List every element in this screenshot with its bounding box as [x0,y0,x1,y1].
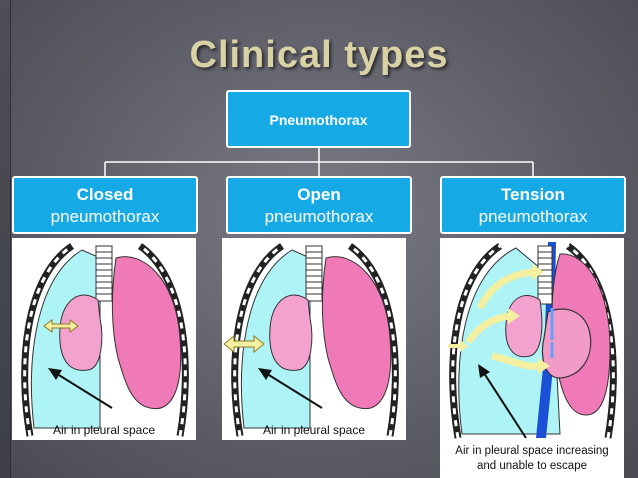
tension-label-line1: Tension [501,185,565,204]
closed-pneumothorax-illustration: Air in pleural space [12,238,196,440]
tension-caption: Air in pleural space increasing and unab… [440,444,624,474]
open-lung-drawing [223,243,399,437]
closed-label-line1: Closed [76,185,134,204]
slide-title: Clinical types [189,34,449,76]
open-pneumothorax-box: Open pneumothorax [226,176,412,234]
closed-caption: Air in pleural space [52,423,156,437]
tension-pneumothorax-illustration: Air in pleural space increasing and unab… [440,238,624,478]
closed-lung-drawing [21,243,189,437]
root-label: Pneumothorax [269,112,368,128]
tension-caption-line1: Air in pleural space increasing [455,445,609,457]
open-pneumothorax-illustration: Air in pleural space [222,238,406,440]
tension-lung-drawing [448,242,617,439]
open-label-line1: Open [297,185,341,204]
tension-label-line2: pneumothorax [478,207,588,226]
pneumothorax-root-box: Pneumothorax [226,90,411,148]
tension-pneumothorax-box: Tension pneumothorax [440,176,626,234]
closed-pneumothorax-box: Closed pneumothorax [12,176,198,234]
open-caption: Air in pleural space [262,423,366,437]
left-decorative-strip [0,0,11,478]
open-label-line2: pneumothorax [264,207,374,226]
closed-label-line2: pneumothorax [50,207,160,226]
tension-caption-line2: and unable to escape [477,460,587,472]
